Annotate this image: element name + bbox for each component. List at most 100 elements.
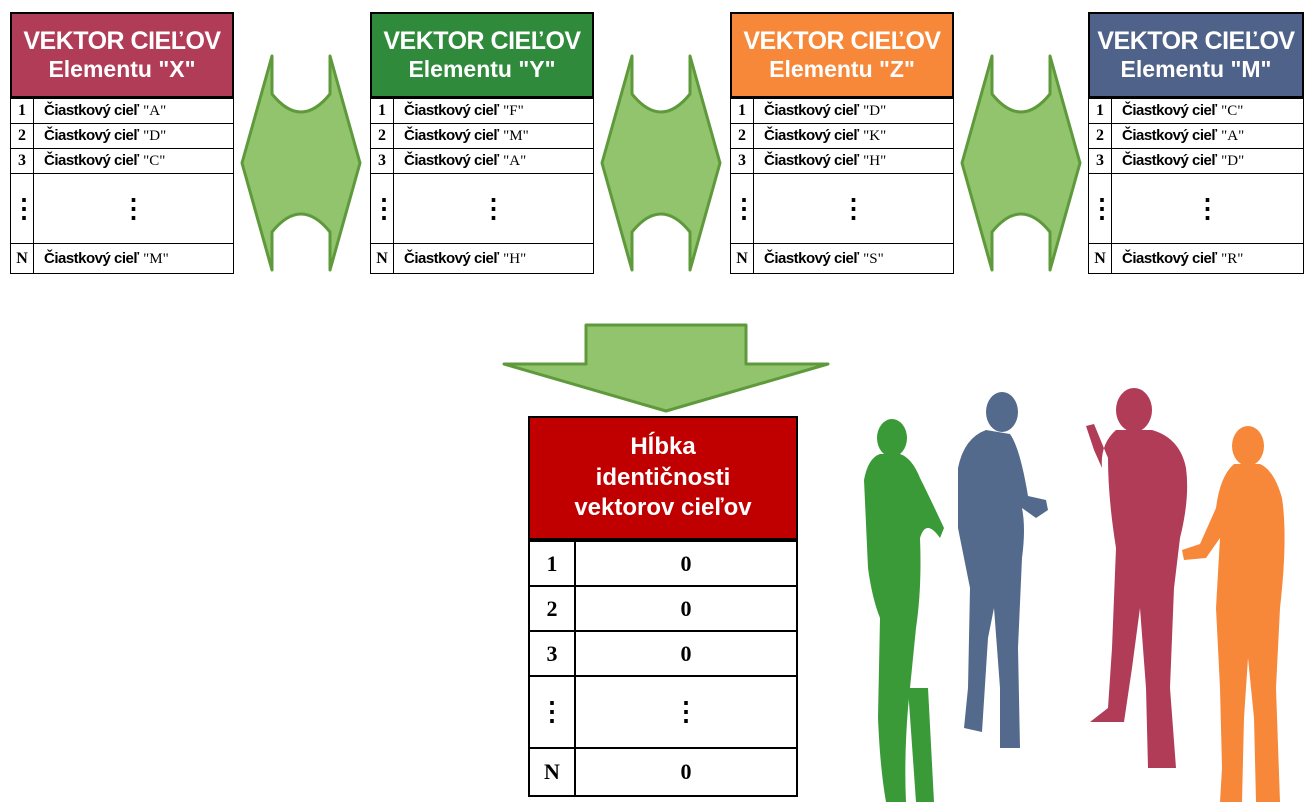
ellipsis-row: ⋮⋮ <box>1088 173 1304 244</box>
vertical-ellipsis: ⋮ <box>120 193 147 223</box>
row-label: Čiastkový cieľ <box>1122 102 1217 119</box>
row-label: Čiastkový cieľ <box>404 249 499 267</box>
row-code: "A" <box>503 153 527 169</box>
vector-title: VEKTOR CIEĽOV <box>743 27 941 56</box>
row-content: Čiastkový cieľ "A" <box>393 148 594 174</box>
vertical-ellipsis: ⋮ <box>673 696 699 726</box>
row-code: "M" <box>503 128 529 144</box>
header-line: identičnosti <box>595 463 731 491</box>
row-label: Čiastkový cieľ <box>404 127 499 144</box>
row-number: N <box>370 243 394 274</box>
row-code: "S" <box>863 250 884 267</box>
row-label: Čiastkový cieľ <box>1122 249 1217 267</box>
row-code: "D" <box>863 103 887 119</box>
row-code: "H" <box>863 153 887 169</box>
row-number: 3 <box>10 148 34 174</box>
row-code: "A" <box>1221 128 1245 144</box>
row-content: Čiastkový cieľ "M" <box>393 123 594 149</box>
vector-title: VEKTOR CIEĽOV <box>383 27 581 56</box>
row-number: 1 <box>528 540 576 587</box>
row-code: "K" <box>863 128 887 144</box>
ellipsis-row: ⋮⋮ <box>730 173 954 244</box>
row-label: Čiastkový cieľ <box>1122 152 1217 169</box>
vector-subtitle: Elementu "M" <box>1120 56 1272 83</box>
vector-subtitle: Elementu "Y" <box>408 56 556 83</box>
person-green-icon <box>864 419 944 802</box>
down-arrow-icon <box>502 323 830 413</box>
row-number: 1 <box>10 98 34 124</box>
row-number: N <box>528 747 576 797</box>
vector-title: VEKTOR CIEĽOV <box>1097 27 1295 56</box>
vertical-ellipsis: ⋮ <box>371 193 397 223</box>
row-number: 1 <box>1088 98 1112 124</box>
row-label: Čiastkový cieľ <box>404 152 499 169</box>
ellipsis-row: ⋮⋮ <box>370 173 594 244</box>
row-number: N <box>730 243 754 274</box>
row-number: 2 <box>528 585 576 632</box>
row-label: Čiastkový cieľ <box>764 249 859 267</box>
header-line: Hĺbka <box>630 432 696 460</box>
vertical-ellipsis: ⋮ <box>11 193 37 223</box>
vertical-ellipsis: ⋮ <box>480 193 507 223</box>
row-content: Čiastkový cieľ "M" <box>33 243 234 274</box>
row-value: 0 <box>574 585 798 632</box>
row-code: "D" <box>1221 153 1245 169</box>
double-arrow-icon <box>960 54 1082 272</box>
row-number: 1 <box>370 98 394 124</box>
row-number: 1 <box>730 98 754 124</box>
row-content: Čiastkový cieľ "R" <box>1111 243 1304 274</box>
row-number: 2 <box>10 123 34 149</box>
table-row: 1 Čiastkový cieľ "C" <box>1088 98 1304 124</box>
vector-title: VEKTOR CIEĽOV <box>23 27 221 56</box>
double-arrow-icon <box>240 54 362 272</box>
person-orange-icon <box>1182 426 1285 802</box>
row-number: 2 <box>1088 123 1112 149</box>
row-content: Čiastkový cieľ "C" <box>33 148 234 174</box>
row-code: "D" <box>143 128 167 144</box>
row-content: Čiastkový cieľ "F" <box>393 98 594 124</box>
vertical-ellipsis: ⋮ <box>539 696 565 726</box>
row-number: 3 <box>370 148 394 174</box>
vector-header: VEKTOR CIEĽOV Elementu "Z" <box>730 12 954 98</box>
vector-header: VEKTOR CIEĽOV Elementu "X" <box>10 12 234 98</box>
row-code: "C" <box>1221 103 1244 119</box>
vector-subtitle: Elementu "Z" <box>769 56 915 83</box>
row-number: 3 <box>1088 148 1112 174</box>
vertical-ellipsis: ⋮ <box>1089 193 1115 223</box>
row-label: Čiastkový cieľ <box>44 152 139 169</box>
row-number: 2 <box>370 123 394 149</box>
row-content: Čiastkový cieľ "S" <box>753 243 954 274</box>
row-content: Čiastkový cieľ "D" <box>33 123 234 149</box>
row-value: 0 <box>574 747 798 797</box>
row-value: 0 <box>574 630 798 677</box>
vertical-ellipsis: ⋮ <box>840 193 867 223</box>
row-content: Čiastkový cieľ "A" <box>1111 123 1304 149</box>
person-blue-icon <box>958 392 1048 748</box>
vector-header: VEKTOR CIEĽOV Elementu "Y" <box>370 12 594 98</box>
row-content: Čiastkový cieľ "D" <box>753 98 954 124</box>
vector-subtitle: Elementu "X" <box>48 56 196 83</box>
vertical-ellipsis: ⋮ <box>1194 193 1221 223</box>
row-content: Čiastkový cieľ "A" <box>33 98 234 124</box>
people-silhouettes <box>864 388 1285 802</box>
row-number: N <box>1088 243 1112 274</box>
